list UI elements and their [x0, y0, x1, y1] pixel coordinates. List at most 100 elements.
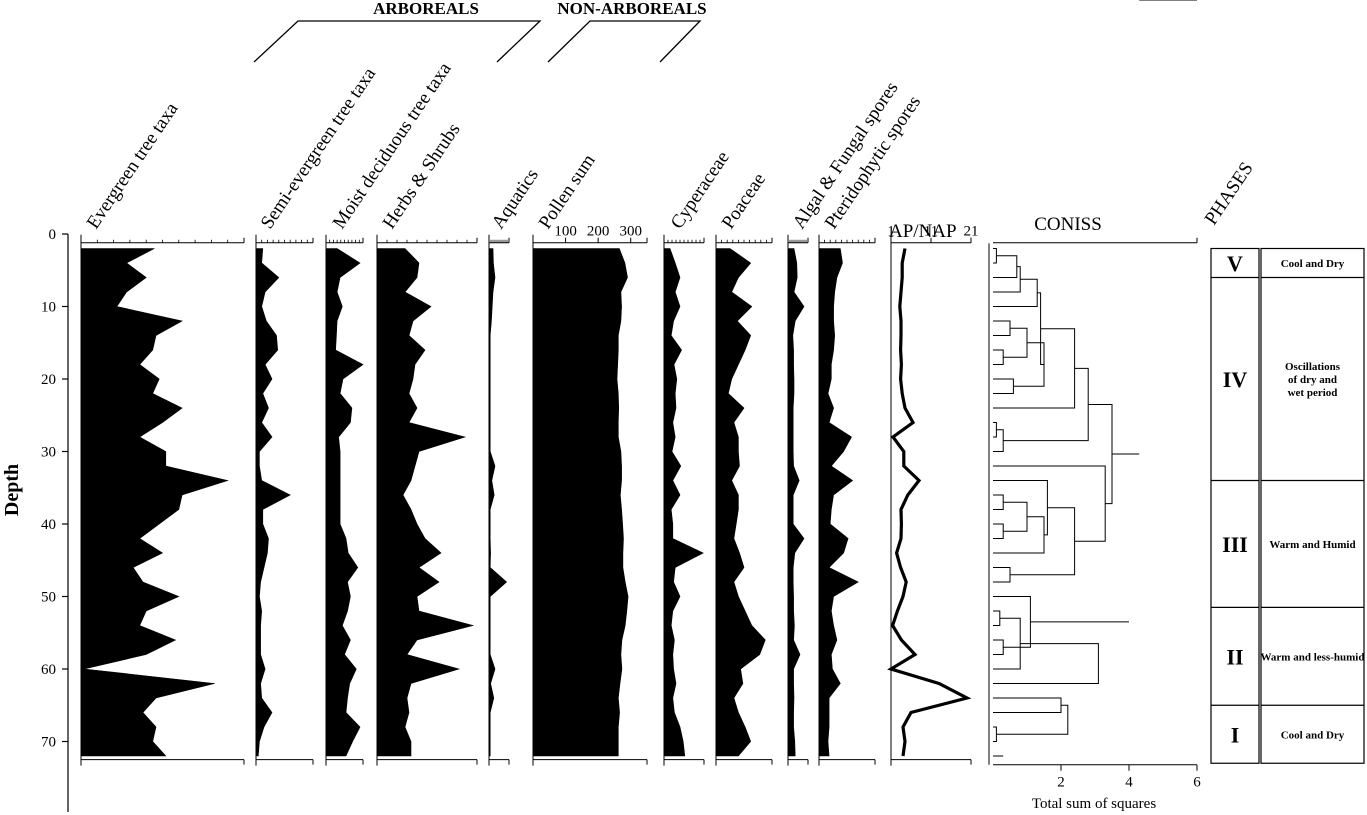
depth-tick-label: 30 — [41, 445, 56, 461]
series-area-pteridophytic-spores — [818, 248, 859, 757]
coniss-link — [993, 465, 1106, 542]
phase-id: III — [1222, 532, 1248, 557]
coniss-link — [993, 726, 997, 742]
coniss-tick-label: 6 — [1193, 775, 1201, 791]
scale-tick-label: 200 — [587, 224, 610, 240]
coniss-link — [993, 494, 1004, 510]
depth-tick-label: 40 — [41, 517, 56, 533]
phase-zone-iii: III Warm and Humid — [1211, 479, 1364, 557]
coniss-link — [993, 516, 1045, 554]
column-title: Pollen sum — [535, 150, 600, 232]
coniss-axis-title: Total sum of squares — [1032, 796, 1157, 812]
group-label: NON-ARBOREALS — [557, 0, 706, 18]
column-herbs-and-shrubs: Herbs & Shrubs — [376, 120, 478, 766]
scale-tick-label: 300 — [619, 224, 642, 240]
phase-description: Warm and Humid — [1269, 539, 1355, 551]
depth-axis-title: Depth — [1, 464, 23, 516]
coniss-link — [993, 378, 1014, 394]
coniss-link — [993, 278, 1038, 307]
phases-title: PHASES — [1201, 158, 1258, 228]
coniss-tick-label: 2 — [1057, 775, 1065, 791]
phase-description: Cool and Dry — [1281, 258, 1345, 270]
coniss-link — [996, 704, 1069, 735]
series-area-moist-deciduous-tree-taxa — [325, 248, 364, 757]
coniss-link — [993, 422, 997, 438]
group-bracket — [547, 20, 702, 63]
coniss-link — [993, 523, 1004, 539]
scale-tick-label: 100 — [554, 224, 577, 240]
depth-tick-label: 10 — [41, 300, 56, 316]
depth-tick-label: 70 — [41, 735, 56, 751]
column-title: AP/NAP — [889, 221, 957, 242]
coniss-link — [1010, 507, 1076, 576]
coniss-link — [993, 480, 1048, 536]
column-pteridophytic-spores: Pteridophytic spores — [818, 92, 925, 766]
coniss-link — [993, 320, 1011, 336]
column-poaceae: Poaceae — [715, 169, 773, 766]
series-area-cyperaceae — [663, 248, 704, 757]
coniss-link — [993, 697, 1062, 713]
series-area-poaceae — [715, 248, 766, 757]
column-algal-and-fungal-spores: Algal & Fungal spores — [787, 78, 903, 766]
coniss-link — [993, 266, 1021, 293]
phase-zone-i: I Cool and Dry — [1211, 704, 1364, 747]
series-line-ap-nap — [887, 248, 972, 757]
column-semi-evergreen-tree-taxa: Semi-evergreen tree taxa — [255, 63, 380, 766]
coniss-link — [1088, 404, 1113, 505]
scale-tick-label: 1 — [887, 224, 895, 240]
column-title: Aquatics — [488, 165, 543, 233]
series-area-semi-evergreen-tree-taxa — [255, 248, 291, 757]
group-label: ARBOREALS — [373, 0, 479, 18]
phases-desc-box — [1260, 247, 1365, 764]
depth-tick-label: 0 — [49, 227, 57, 243]
phase-id: V — [1227, 251, 1243, 276]
scale-tick-label: 21 — [964, 224, 979, 240]
coniss-link — [993, 643, 1099, 684]
coniss-link — [993, 567, 1011, 583]
phase-description: Warm and less-humid — [1261, 651, 1365, 663]
phase-zone-ii: II Warm and less-humid — [1211, 606, 1365, 669]
depth-tick-label: 60 — [41, 662, 56, 678]
coniss-link — [1003, 327, 1028, 358]
phase-id: IV — [1223, 367, 1248, 392]
coniss-link — [993, 610, 1001, 626]
series-area-evergreen-tree-taxa — [80, 248, 229, 757]
group-arboreals: ARBOREALS — [253, 0, 542, 63]
depth-axis: 0 10 20 30 40 50 60 70 Depth — [1, 227, 69, 812]
coniss-link — [1013, 342, 1045, 387]
column-evergreen-tree-taxa: Evergreen tree taxa — [80, 98, 245, 766]
phase-id: II — [1226, 644, 1243, 669]
column-title: Poaceae — [718, 169, 770, 232]
group-non-arboreals: NON-ARBOREALS — [547, 0, 707, 63]
scale-tick-label: 11 — [924, 224, 938, 240]
coniss-link — [993, 248, 997, 264]
series-area-herbs-and-shrubs — [376, 248, 475, 757]
taxa-columns: Evergreen tree taxa Semi-evergreen tree t… — [80, 58, 979, 766]
coniss-tick-label: 4 — [1125, 775, 1133, 791]
taxa-group-labels: ARBOREALS NON-ARBOREALS — [253, 0, 707, 63]
column-title: Evergreen tree taxa — [83, 98, 183, 232]
phases-id-box — [1210, 247, 1260, 764]
series-area-algal-and-fungal-spores — [787, 248, 805, 757]
coniss-link — [993, 328, 1076, 409]
depth-tick-label: 20 — [41, 372, 56, 388]
phase-description: Cool and Dry — [1281, 729, 1345, 741]
series-area-pollen-sum — [532, 248, 629, 757]
coniss-title: CONISS — [1034, 214, 1102, 235]
coniss-link — [1003, 501, 1028, 532]
coniss-link — [1003, 367, 1089, 442]
coniss-link — [993, 639, 1004, 655]
phase-id: I — [1231, 722, 1240, 747]
coniss-link — [993, 349, 1004, 365]
series-area-aquatics — [488, 248, 508, 757]
phase-zone-v: V Cool and Dry — [1227, 251, 1345, 276]
group-bracket — [253, 20, 542, 63]
depth-tick-label: 50 — [41, 590, 56, 606]
